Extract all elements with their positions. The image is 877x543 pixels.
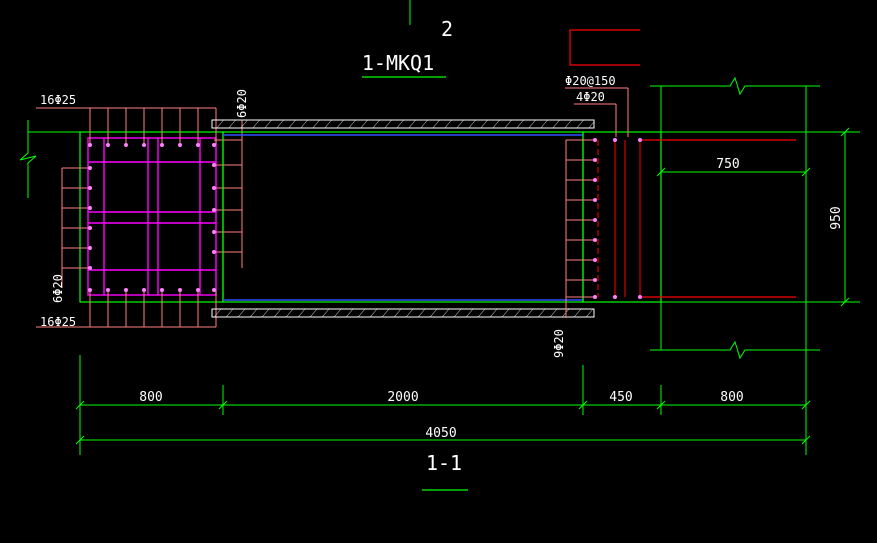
opening-outline: [222, 131, 584, 303]
column-stirrup-outer: [87, 137, 217, 296]
section-label: 1-1: [426, 451, 462, 475]
dim-segment-1: 800: [139, 390, 162, 405]
tick-total-right: [801, 435, 811, 445]
dim-segment-3: 450: [609, 390, 632, 405]
left-column-outline: [79, 131, 224, 303]
dim-total: 4050: [425, 426, 456, 441]
left-side-rebar-leaders: [61, 167, 90, 288]
dim-segment-4: 800: [720, 390, 743, 405]
right-wall: Φ20@150 4Φ20 9Φ20 750 950: [552, 74, 860, 410]
dim-wall-length: 750: [716, 157, 739, 172]
section-cut-marker: [569, 29, 640, 66]
dim-950-tick-bottom: [840, 297, 850, 307]
top-slab-hatch: [211, 119, 595, 129]
axis-number: 2: [441, 17, 453, 41]
label-top-right: 4Φ20: [576, 90, 605, 104]
column-rebar-dots: [88, 143, 216, 292]
label-left-side: 6Φ20: [51, 274, 65, 303]
dim-950-tick-top: [840, 127, 850, 137]
label-right-side: 6Φ20: [235, 89, 249, 118]
right-side-rebar-leaders: [214, 120, 243, 268]
tick-3: [656, 400, 666, 410]
top-break-line: [650, 76, 820, 96]
dim-segment-2: 2000: [387, 390, 418, 405]
bottom-rebar-leaders: [36, 290, 217, 328]
bottom-slab-hatch: [211, 308, 595, 318]
bottom-break-line: [650, 340, 820, 360]
tick-total-left: [75, 435, 85, 445]
right-end-outline: [582, 131, 662, 303]
label-bottom-longitudinal: 16Φ25: [40, 315, 76, 329]
element-label: 1-MKQ1: [362, 51, 434, 75]
tick-1: [218, 400, 228, 410]
dim-750-tick-left: [656, 167, 666, 177]
end-rebar-dots: [593, 138, 642, 299]
opening: [211, 119, 595, 318]
tick-0: [75, 400, 85, 410]
label-bottom-right: 9Φ20: [552, 329, 566, 358]
left-break-line: [19, 120, 37, 198]
tick-4: [801, 400, 811, 410]
dim-wall-height: 950: [829, 206, 844, 229]
tick-2: [578, 400, 588, 410]
dim-750-tick-right: [801, 167, 811, 177]
bottom-dimensions: 800 2000 450 800 4050: [75, 355, 811, 455]
left-column: 16Φ25 16Φ25 6Φ20 6Φ20: [19, 89, 249, 329]
end-rebar-leaders: [565, 87, 629, 298]
label-distribution: Φ20@150: [565, 74, 616, 88]
top-rebar-leaders: [36, 107, 217, 145]
label-top-longitudinal: 16Φ25: [40, 93, 76, 107]
